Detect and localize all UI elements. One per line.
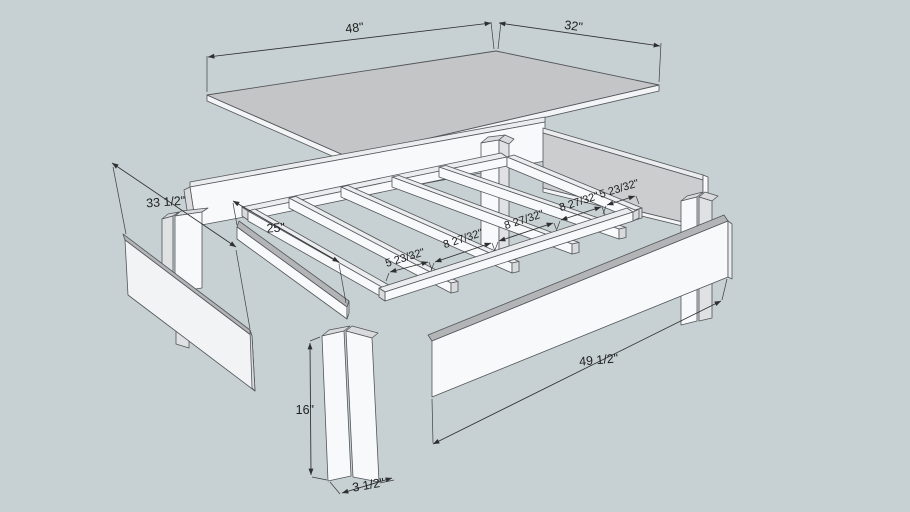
dim-leg-height-label: 16"	[296, 403, 314, 417]
dim-leg-height: 16"	[296, 336, 328, 481]
tabletop-surface	[206, 50, 660, 158]
dim-leg-width-label: 3 1/2"	[351, 475, 385, 494]
dim-leg-width: 3 1/2"	[329, 475, 395, 495]
dim-slat-length-label: 25"	[266, 220, 285, 235]
dim-side-panel: 33 1/2"	[111, 162, 251, 330]
left-side-panel	[122, 233, 256, 392]
dim-top-width-label: 32"	[563, 18, 583, 34]
dim-slat-length: 25"	[232, 200, 347, 304]
front-left-leg	[321, 325, 380, 483]
dim-top-length: 48"	[206, 20, 495, 92]
frame-front-rail	[378, 207, 640, 302]
dim-front-panel-label: 49 1/2"	[579, 351, 619, 368]
dim-top-length-label: 48"	[345, 20, 365, 36]
dim-front-panel: 49 1/2"	[431, 278, 728, 445]
dim-side-panel-label: 33 1/2"	[146, 194, 186, 211]
dim-top-width: 32"	[497, 18, 662, 83]
